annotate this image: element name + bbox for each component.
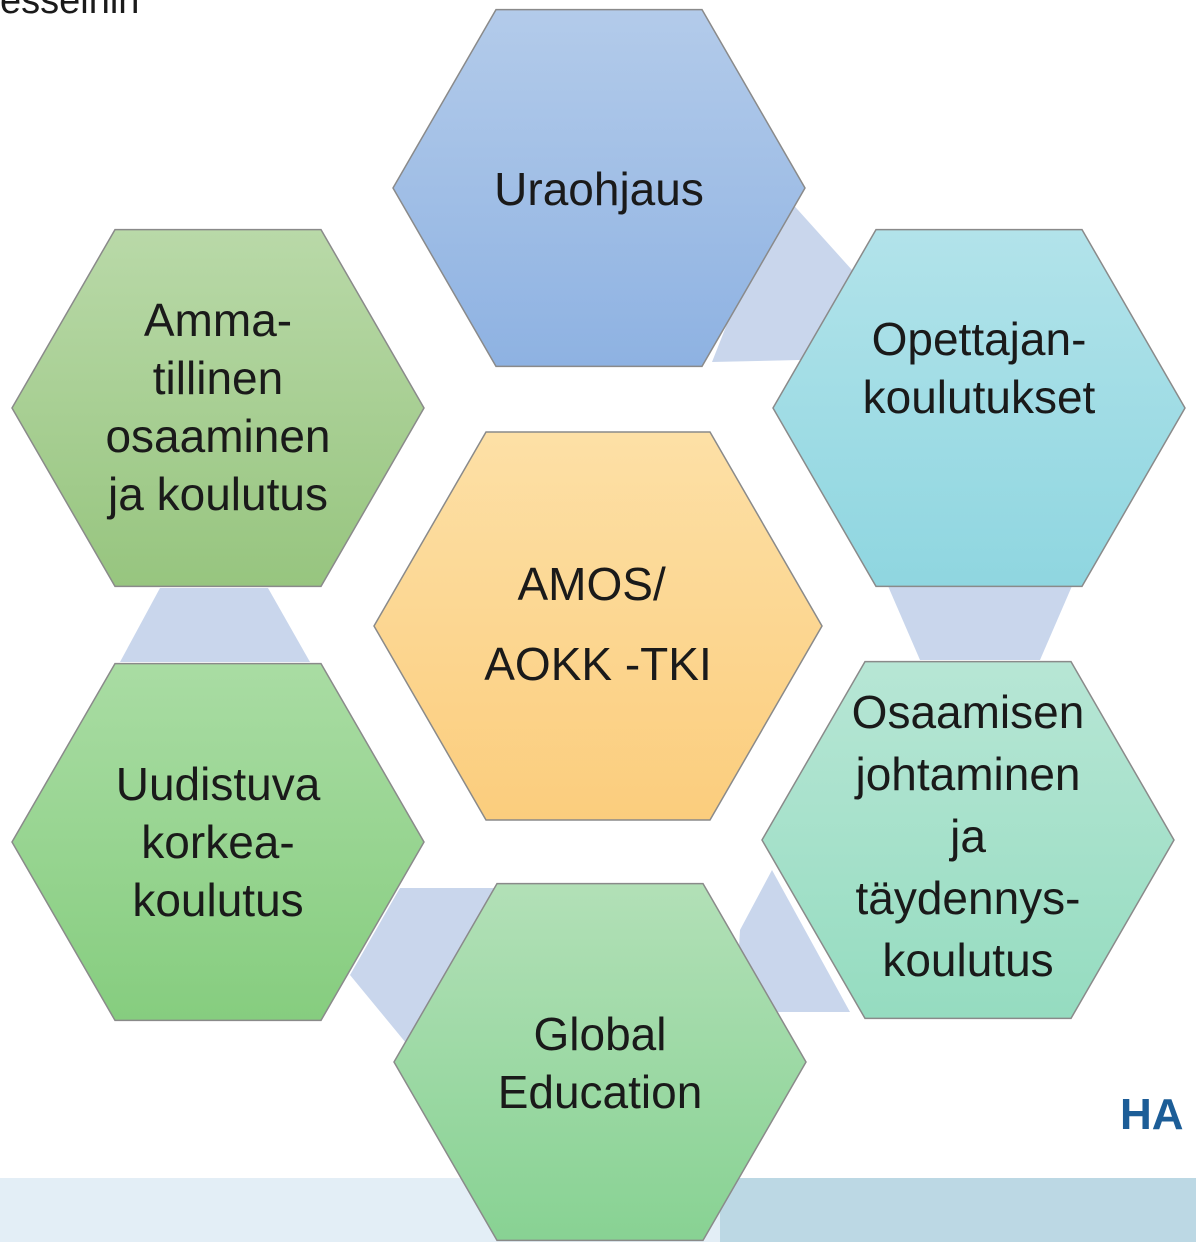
footer-band-right <box>720 1178 1196 1242</box>
hexagon-shape-uudistuva-korkeakoulutus <box>11 662 425 1022</box>
hexagon-label-opettajankoulutukset: Opettajan-koulutukset <box>863 313 1096 423</box>
hexagon-label-line-osaamisen-johtaminen-3: ja <box>948 810 986 862</box>
hexagon-opettajankoulutukset: Opettajan-koulutukset <box>772 228 1186 588</box>
center-label-line-1: AMOS/ <box>517 558 665 610</box>
hexagon-label-line-uudistuva-korkeakoulutus-3: koulutus <box>132 874 303 926</box>
connector-band-2 <box>888 586 1072 660</box>
center-hexagon: AMOS/ AOKK -TKI <box>373 431 823 821</box>
partial-slide-title: esseihin <box>0 0 140 22</box>
hexagon-shape-opettajankoulutukset <box>772 228 1186 588</box>
hexagon-uudistuva-korkeakoulutus: Uudistuva korkea-koulutus <box>11 662 425 1022</box>
hexagon-uraohjaus: Uraohjaus <box>392 8 806 368</box>
connector-band-5 <box>120 588 310 662</box>
center-hexagon-label: AMOS/ AOKK -TKI <box>484 558 711 690</box>
hexagon-osaamisen-johtaminen: Osaamisen johtaminen ja täydennys-koulutus <box>761 660 1175 1020</box>
hexagon-label-line-uudistuva-korkeakoulutus-2: korkea- <box>141 816 294 868</box>
hexagon-label-line-osaamisen-johtaminen-1: Osaamisen <box>852 686 1085 738</box>
hexagon-label-line-osaamisen-johtaminen-5: koulutus <box>882 934 1053 986</box>
hexagon-label-line-uudistuva-korkeakoulutus-1: Uudistuva <box>116 758 321 810</box>
center-hexagon-shape <box>373 431 823 821</box>
hexagon-label-line-opettajankoulutukset-2: koulutukset <box>863 371 1096 423</box>
hexagon-shape-uraohjaus <box>392 8 806 368</box>
hexagon-label-line-ammatillinen-osaaminen-4: ja koulutus <box>106 468 328 520</box>
hexagon-shape-global-education <box>393 882 807 1242</box>
hexagon-label-line-ammatillinen-osaaminen-1: Amma- <box>144 294 292 346</box>
hexagon-label-line-global-education-2: Education <box>498 1066 703 1118</box>
hexagon-ammatillinen-osaaminen: Amma-tillinen osaaminen ja koulutus <box>11 228 425 588</box>
hexagon-shape-osaamisen-johtaminen <box>761 660 1175 1020</box>
hexagon-label-line-global-education-1: Global <box>534 1008 667 1060</box>
hexagon-label-uudistuva-korkeakoulutus: Uudistuva korkea-koulutus <box>116 758 321 926</box>
hexagon-label-line-uraohjaus-1: Uraohjaus <box>494 163 704 215</box>
connector-band-3 <box>735 870 850 1012</box>
hexagon-shape-ammatillinen-osaaminen <box>11 228 425 588</box>
hexagon-label-line-osaamisen-johtaminen-4: täydennys- <box>855 872 1080 924</box>
hexagon-label-line-osaamisen-johtaminen-2: johtaminen <box>853 748 1080 800</box>
hexagon-label-line-ammatillinen-osaaminen-3: osaaminen <box>105 410 330 462</box>
hexagon-label-osaamisen-johtaminen: Osaamisen johtaminen ja täydennys-koulutus <box>852 686 1085 986</box>
hexagon-label-line-opettajankoulutukset-1: Opettajan- <box>872 313 1087 365</box>
hexagon-label-uraohjaus: Uraohjaus <box>494 163 704 215</box>
hexagon-label-line-ammatillinen-osaaminen-2: tillinen <box>153 352 283 404</box>
hexagon-label-ammatillinen-osaaminen: Amma-tillinen osaaminen ja koulutus <box>105 294 330 520</box>
organization-logo-fragment: HA <box>1120 1090 1184 1139</box>
center-label-line-2: AOKK -TKI <box>484 638 711 690</box>
connector-band-4 <box>350 888 495 1060</box>
